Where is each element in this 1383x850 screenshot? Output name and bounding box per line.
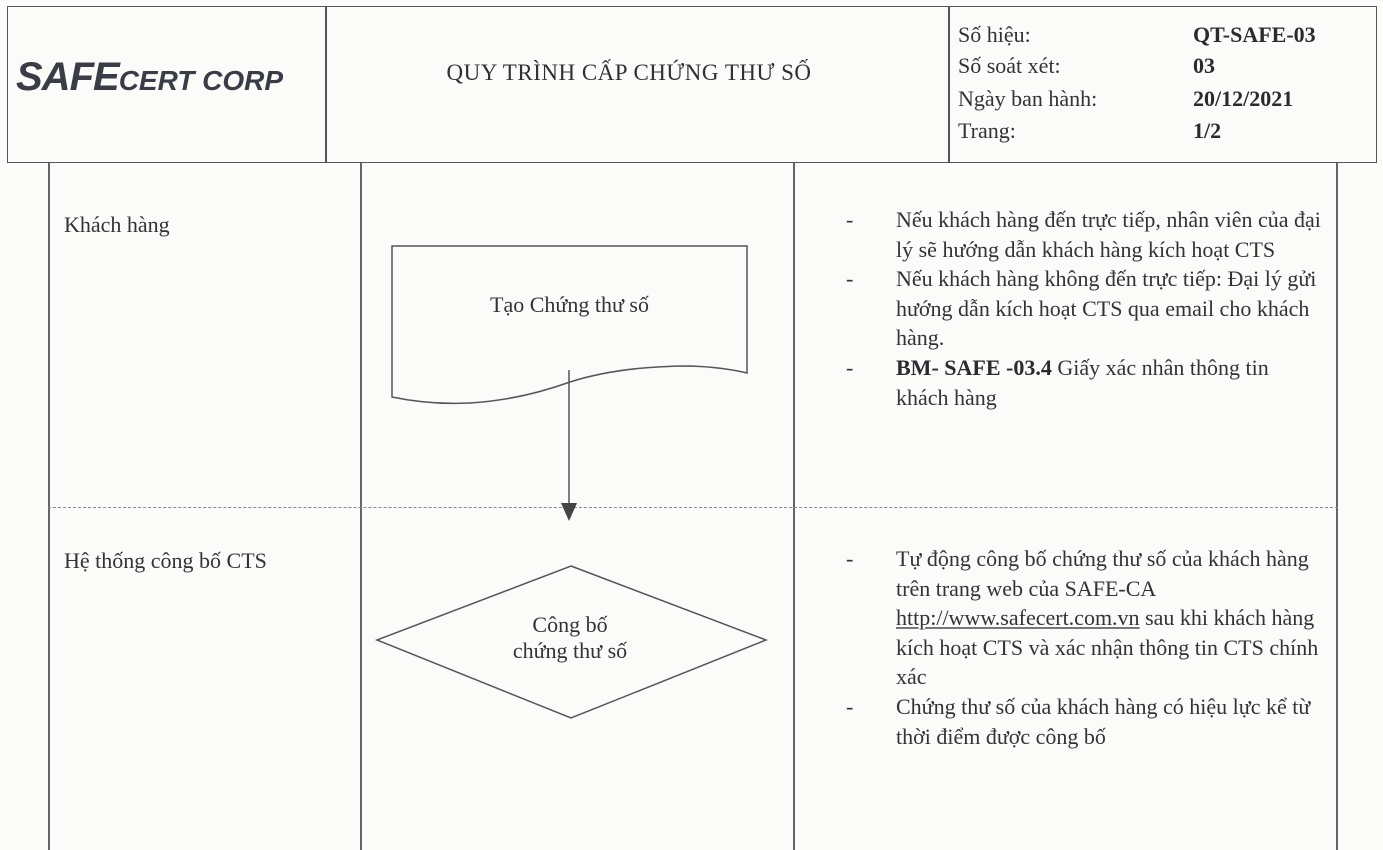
form-code: BM- SAFE -03.4 bbox=[896, 354, 1052, 380]
company-logo: SAFECERT CORP bbox=[16, 55, 283, 100]
meta-value-revision: 03 bbox=[1193, 53, 1215, 78]
logo-safe-text: SAFE bbox=[16, 55, 120, 99]
note-text: sau khi khách hàng kích hoạt CTS và xác … bbox=[896, 605, 1319, 690]
note-text: Chứng thư số của khách hàng có hiệu lực … bbox=[896, 693, 1311, 749]
step-label-line: Công bố bbox=[532, 612, 608, 637]
meta-value-code: QT-SAFE-03 bbox=[1193, 22, 1316, 47]
meta-value-page: 1/2 bbox=[1193, 118, 1222, 143]
table-border-right bbox=[1336, 163, 1338, 850]
row-separator bbox=[48, 507, 1338, 508]
table-column-divider bbox=[360, 163, 362, 850]
header-divider bbox=[325, 7, 327, 162]
flow-arrowhead bbox=[561, 503, 577, 521]
note-text: Nếu khách hàng không đến trực tiếp: Đại … bbox=[896, 266, 1317, 351]
logo-cert-corp-text: CERT CORP bbox=[118, 65, 284, 96]
bullet-dash: - bbox=[846, 207, 854, 232]
step-create-certificate: Tạo Chứng thư số bbox=[490, 292, 649, 317]
note-item: - BM- SAFE -03.4 Giấy xác nhân thông tin… bbox=[846, 353, 1326, 412]
bullet-dash: - bbox=[846, 693, 854, 719]
note-item: - Nếu khách hàng đến trực tiếp, nhân viê… bbox=[846, 205, 1326, 264]
note-item: - Tự động công bố chứng thư số của khách… bbox=[846, 544, 1326, 692]
bullet-dash: - bbox=[846, 546, 854, 571]
note-item: - Chứng thư số của khách hàng có hiệu lự… bbox=[846, 692, 1326, 751]
meta-label-revision: Số soát xét: bbox=[958, 53, 1061, 78]
meta-label-issue-date: Ngày ban hành: bbox=[958, 86, 1098, 111]
note-text: Tự động công bố chứng thư số của khách h… bbox=[896, 546, 1309, 601]
table-column-divider bbox=[793, 163, 795, 850]
meta-label-code: Số hiệu: bbox=[958, 22, 1031, 47]
table-border-left bbox=[48, 163, 50, 850]
bullet-dash: - bbox=[846, 266, 854, 292]
decision-diamond bbox=[374, 565, 769, 719]
row2-notes: - Tự động công bố chứng thư số của khách… bbox=[846, 544, 1326, 751]
actor-publishing-system: Hệ thống công bố CTS bbox=[64, 548, 267, 573]
meta-value-issue-date: 20/12/2021 bbox=[1193, 86, 1294, 111]
document-title: QUY TRÌNH CẤP CHỨNG THƯ SỐ bbox=[446, 60, 812, 85]
header-divider bbox=[948, 7, 950, 162]
document-shape bbox=[391, 245, 748, 405]
form-description: Giấy xác nhân thông tin khách hàng bbox=[896, 354, 1269, 410]
website-link[interactable]: http://www.safecert.com.vn bbox=[896, 605, 1140, 631]
meta-label-page: Trang: bbox=[958, 118, 1016, 143]
document-header bbox=[7, 6, 1377, 163]
row1-notes: - Nếu khách hàng đến trực tiếp, nhân viê… bbox=[846, 205, 1326, 412]
note-text: Nếu khách hàng đến trực tiếp, nhân viên … bbox=[896, 207, 1321, 262]
step-publish-certificate: Công bố chứng thư số bbox=[420, 612, 720, 664]
step-label-line: chứng thư số bbox=[512, 638, 628, 663]
bullet-dash: - bbox=[846, 354, 854, 380]
actor-customer: Khách hàng bbox=[64, 212, 170, 237]
note-item: - Nếu khách hàng không đến trực tiếp: Đạ… bbox=[846, 264, 1326, 353]
